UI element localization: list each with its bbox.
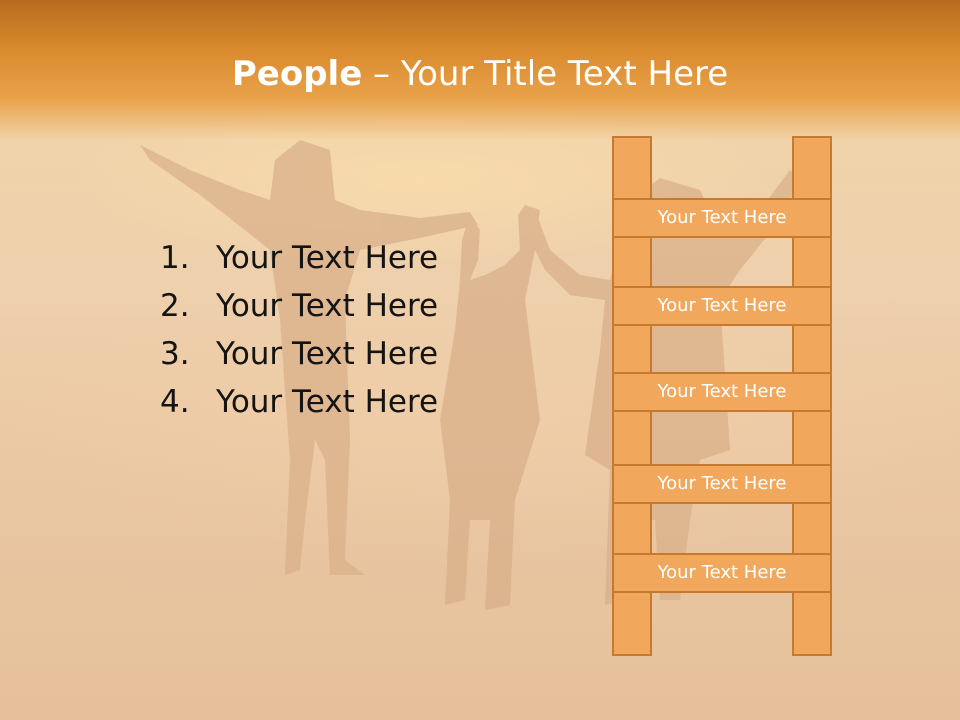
list-text: Your Text Here (216, 288, 439, 324)
ladder-rung-1: Your Text Here (612, 198, 832, 238)
list-text: Your Text Here (216, 336, 439, 372)
ladder-rung-3: Your Text Here (612, 372, 832, 412)
list-text: Your Text Here (216, 384, 439, 420)
slide-title: People – Your Title Text Here (0, 52, 960, 96)
list-number: 2. (160, 288, 190, 324)
title-rest: – Your Title Text Here (362, 54, 729, 94)
title-bold: People (231, 54, 363, 94)
list-item: 3. Your Text Here (160, 330, 438, 378)
list-item: 4. Your Text Here (160, 378, 438, 426)
ladder-rung-5: Your Text Here (612, 553, 832, 593)
list-text: Your Text Here (216, 240, 439, 276)
title-bar (0, 0, 960, 140)
list-number: 3. (160, 336, 190, 372)
numbered-list: 1. Your Text Here 2. Your Text Here 3. Your… (160, 234, 438, 426)
list-number: 4. (160, 384, 190, 420)
list-item: 1. Your Text Here (160, 234, 438, 282)
list-number: 1. (160, 240, 190, 276)
ladder-rung-4: Your Text Here (612, 464, 832, 504)
ladder-rung-2: Your Text Here (612, 286, 832, 326)
list-item: 2. Your Text Here (160, 282, 438, 330)
